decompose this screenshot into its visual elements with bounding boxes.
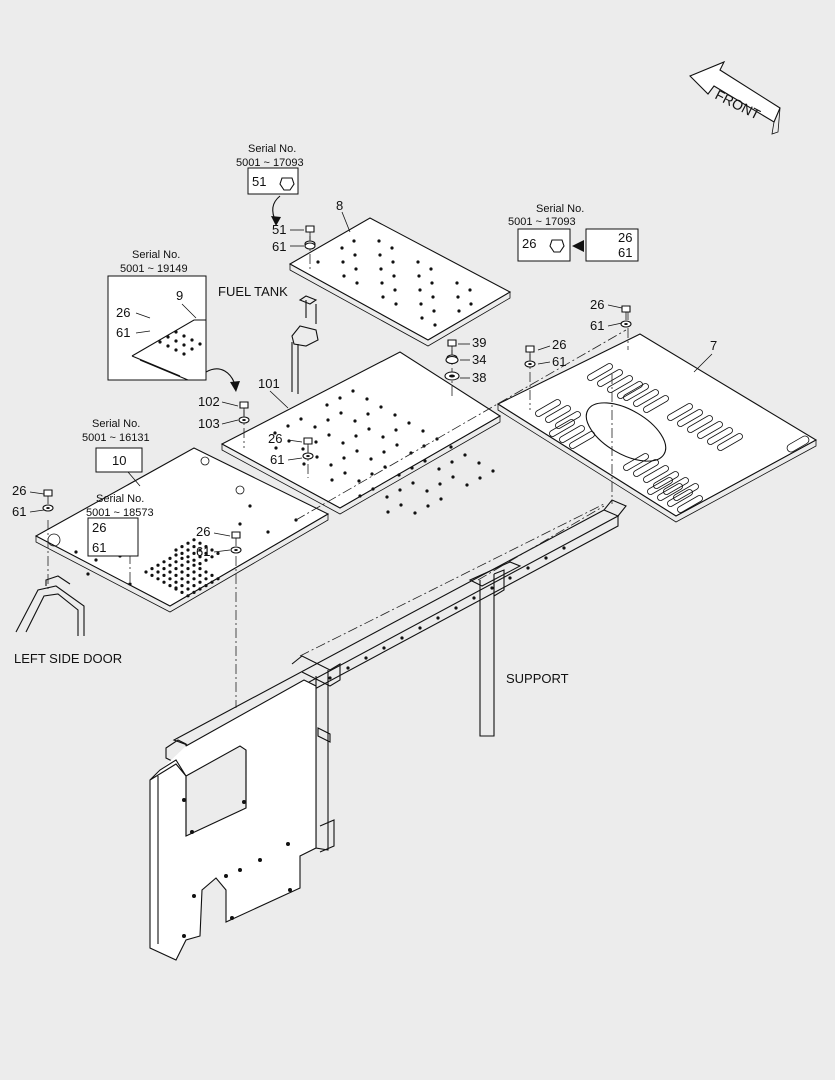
serial-note-range: 5001 ~ 16131 — [82, 432, 150, 444]
serial-note-plate-10: Serial No. 5001 ~ 16131 10 — [82, 418, 150, 487]
callout-26: 26 — [116, 305, 130, 320]
callout-26: 26 — [12, 483, 26, 498]
callout-101: 101 — [258, 376, 280, 391]
callout-61: 61 — [618, 245, 632, 260]
serial-note-plate-9: Serial No. 5001 ~ 19149 9 — [107, 249, 240, 392]
callout-61: 61 — [12, 504, 26, 519]
callout-10: 10 — [112, 453, 126, 468]
front-arrow: FRONT — [689, 60, 781, 135]
fuel-tank-label: FUEL TANK — [218, 284, 288, 299]
serial-note-range: 5001 ~ 17093 — [508, 216, 576, 228]
serial-note-range: 5001 ~ 18573 — [86, 507, 154, 519]
callout-26: 26 — [268, 431, 282, 446]
serial-note-range: 5001 ~ 17093 — [236, 157, 304, 169]
callout-61: 61 — [196, 544, 210, 559]
serial-note-title: Serial No. — [248, 143, 296, 155]
plate-7 — [496, 333, 818, 523]
serial-note-title: Serial No. — [132, 249, 180, 261]
plate-10 — [34, 447, 330, 613]
serial-note-fastener-18573: Serial No. 5001 ~ 18573 26 61 — [86, 493, 154, 557]
callout-39: 39 — [472, 335, 486, 350]
serial-note-bolt-26: Serial No. 5001 ~ 17093 26 26 61 — [508, 203, 639, 262]
callout-61: 61 — [272, 239, 286, 254]
plate-8 — [288, 217, 512, 347]
serial-note-title: Serial No. — [92, 418, 140, 430]
callout-61: 61 — [116, 325, 130, 340]
callout-102: 102 — [198, 394, 220, 409]
serial-note-title: Serial No. — [96, 493, 144, 505]
callout-26: 26 — [618, 230, 632, 245]
callout-51: 51 — [252, 174, 266, 189]
left-side-door — [15, 575, 85, 636]
callout-8: 8 — [336, 198, 343, 213]
callout-7: 7 — [710, 338, 717, 353]
callout-26: 26 — [522, 236, 536, 251]
callout-61: 61 — [552, 354, 566, 369]
callout-61: 61 — [590, 318, 604, 333]
serial-note-range: 5001 ~ 19149 — [120, 263, 188, 275]
callout-51: 51 — [272, 222, 286, 237]
plate-101 — [220, 351, 502, 515]
support-label: SUPPORT — [506, 671, 569, 686]
callout-103: 103 — [198, 416, 220, 431]
callout-26: 26 — [196, 524, 210, 539]
callout-26: 26 — [552, 337, 566, 352]
bolt-26-icon — [549, 239, 565, 253]
callout-9: 9 — [176, 288, 183, 303]
callout-34: 34 — [472, 352, 486, 367]
callout-26: 26 — [92, 520, 106, 535]
callout-61: 61 — [92, 540, 106, 555]
callout-26: 26 — [590, 297, 604, 312]
frame — [149, 499, 627, 961]
part-callouts: 8 51 61 FUEL TANK 26 61 101 39 34 38 102… — [12, 198, 717, 686]
serial-note-title: Serial No. — [536, 203, 584, 215]
left-side-door-label: LEFT SIDE DOOR — [14, 651, 122, 666]
callout-38: 38 — [472, 370, 486, 385]
serial-note-bolt-51: Serial No. 5001 ~ 17093 51 — [236, 143, 304, 226]
callout-61: 61 — [270, 452, 284, 467]
bolt-51-icon — [279, 177, 295, 191]
fuel-tank-fitting — [291, 295, 319, 394]
